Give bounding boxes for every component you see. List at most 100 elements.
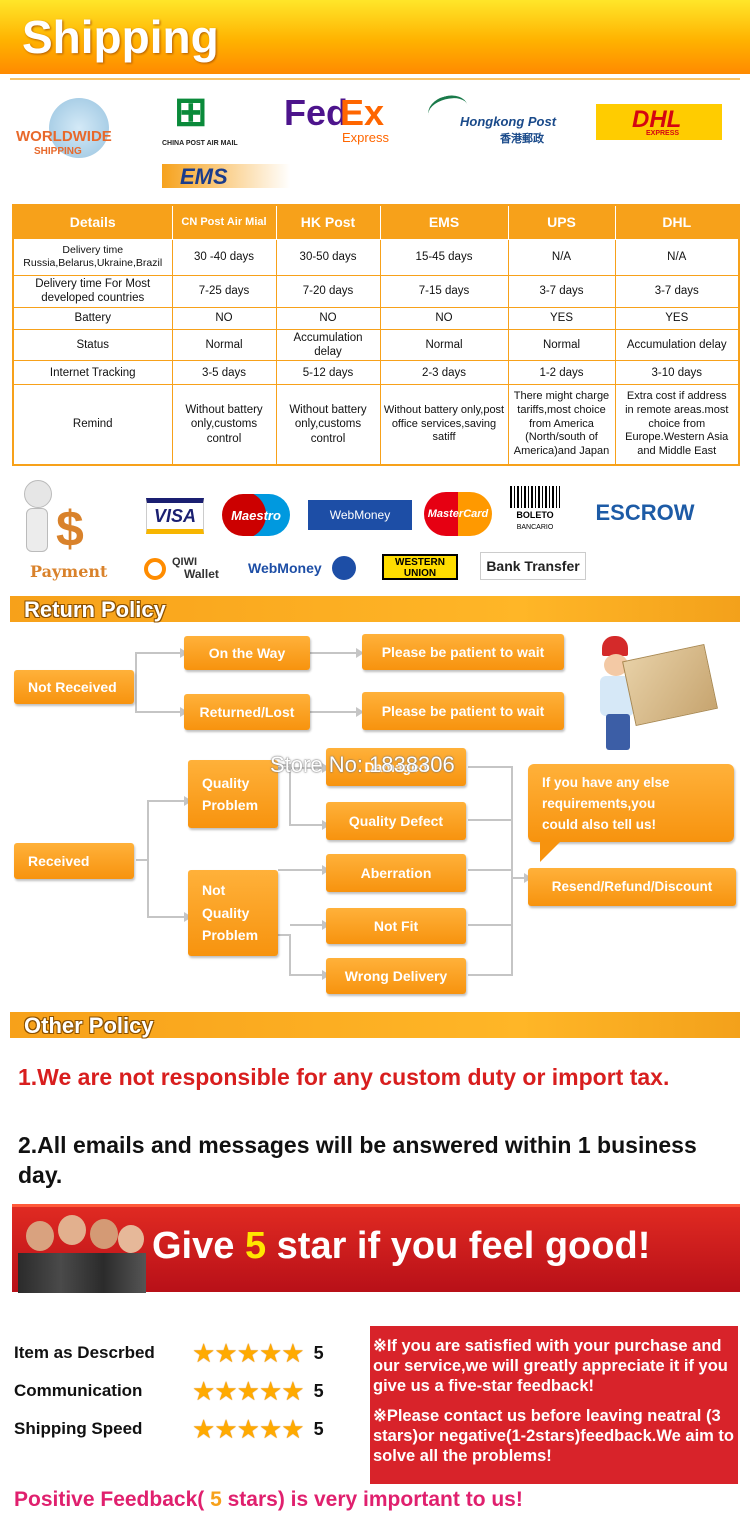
star-icon: ★ (281, 1376, 305, 1406)
webmoney2-logo: WebMoney (248, 556, 360, 582)
table-header-row: Details CN Post Air Mial HK Post EMS UPS… (12, 204, 740, 240)
feedback-notice: ※If you are satisfied with your purchase… (370, 1326, 738, 1484)
footer-d: stars (221, 1488, 278, 1511)
table-cell: YES (614, 306, 740, 330)
received-box: Received (14, 843, 134, 879)
footer-b: ( (197, 1488, 211, 1511)
fedex-express: Express (342, 130, 389, 145)
header-bar: Shipping (0, 0, 750, 74)
china-post-logo: ⊞ CHINA POST AIR MAIL (160, 92, 260, 152)
returned-lost-box: Returned/Lost (184, 694, 310, 730)
footer-e: ) is very important to us! (277, 1488, 523, 1511)
rating-label: Item as Descrbed (14, 1343, 155, 1362)
maestro-logo: Maestro (222, 494, 290, 536)
rating-row: Communication★★★★★5 (14, 1376, 324, 1406)
table-cell: Extra cost if address in remote areas.mo… (614, 384, 740, 466)
rating-row: Item as Descrbed★★★★★5 (14, 1338, 324, 1368)
quality-problem-box: Quality Problem (188, 760, 278, 828)
china-post-text: CHINA POST AIR MAIL (162, 140, 238, 147)
store-watermark: Store No: 1838306 (270, 752, 455, 777)
other-policy-title: Other Policy (24, 1013, 154, 1038)
header-details: Details (12, 204, 173, 240)
rating-label: Shipping Speed (14, 1419, 143, 1438)
worldwide-text: WORLDWIDE (16, 128, 112, 145)
table-cell: Accumulation delay (275, 328, 381, 362)
policy-item-2: 2.All emails and messages will be answer… (18, 1132, 697, 1188)
not-received-box: Not Received (14, 670, 134, 704)
dhl-text: DHL (632, 106, 682, 133)
hongkong-post-logo: Hongkong Post 香港郵政 (425, 91, 558, 148)
table-cell: Without battery only,post office service… (379, 384, 509, 466)
star-icon: ★ (281, 1338, 305, 1368)
table-cell: 15-45 days (379, 238, 509, 276)
return-policy-bar: Return Policy (10, 596, 740, 622)
wait-box-1: Please be patient to wait (362, 634, 564, 670)
payment-label: Payment (30, 562, 108, 581)
team-thumbs-up-image (18, 1213, 146, 1293)
table-cell: Normal (379, 328, 509, 362)
table-row-label: Delivery time Russia,Belarus,Ukraine,Bra… (12, 238, 173, 276)
bank-transfer-logo: Bank Transfer (480, 552, 586, 580)
western-text: WESTERN (395, 556, 445, 568)
star-icon: ★ (214, 1414, 238, 1444)
table-cell: 3-7 days (507, 274, 616, 308)
shipping-text: SHIPPING (34, 146, 82, 157)
banner-post: star if you feel good! (266, 1225, 651, 1267)
rating-row: Shipping Speed★★★★★5 (14, 1414, 324, 1444)
flow-connectors (135, 648, 532, 980)
table-cell: 7-25 days (171, 274, 277, 308)
china-post-icon: ⊞ (174, 90, 208, 134)
fedex-ex: Ex (340, 92, 385, 133)
not-quality-problem-box: Not Quality Problem (188, 870, 278, 956)
star-icon: ★ (192, 1414, 216, 1444)
western-union-logo: WESTERN UNION (382, 554, 458, 580)
qiwi-logo: QIWI Wallet (144, 556, 234, 582)
speech-tail (540, 840, 562, 862)
table-cell: NO (275, 306, 381, 330)
table-cell: 3-5 days (171, 360, 277, 386)
delivery-person-figure (594, 636, 724, 756)
table-cell: N/A (507, 238, 616, 276)
table-cell: NO (379, 306, 509, 330)
ems-text: EMS (180, 164, 228, 189)
table-cell: 30 -40 days (171, 238, 277, 276)
dollar-icon: $ (56, 501, 84, 557)
rating-score: 5 (313, 1418, 324, 1439)
box-icon (622, 643, 718, 727)
table-row: Delivery time Russia,Belarus,Ukraine,Bra… (12, 238, 740, 276)
table-cell: N/A (614, 238, 740, 276)
star-icon: ★ (281, 1414, 305, 1444)
wait-box-2: Please be patient to wait (362, 692, 564, 730)
footer-five: 5 (210, 1488, 222, 1511)
header-cnpost: CN Post Air Mial (171, 204, 277, 240)
table-row: Delivery time For Most developed countri… (12, 274, 740, 308)
escrow-logo: ESCROW (595, 500, 695, 525)
qiwi-wallet-text: Wallet (184, 567, 219, 581)
table-cell: Normal (171, 328, 277, 362)
star-icon: ★ (258, 1376, 283, 1406)
table-cell: YES (507, 306, 616, 330)
footer-a: Positive Feedback (14, 1488, 198, 1511)
table-row-label: Internet Tracking (12, 360, 173, 386)
table-cell: 7-20 days (275, 274, 381, 308)
resend-refund-discount-box: Resend/Refund/Discount (528, 868, 736, 906)
divider (10, 78, 740, 80)
header-ups: UPS (507, 204, 616, 240)
positive-feedback-footer: Positive Feedback( 5 stars) is very impo… (14, 1488, 523, 1512)
webmoney2-text: WebMoney (248, 560, 322, 576)
star-icon: ★ (214, 1376, 238, 1406)
banner-pre: Give (152, 1225, 245, 1267)
banner-five: 5 (244, 1225, 267, 1267)
star-icon: ★ (214, 1338, 238, 1368)
star-icon: ★ (236, 1414, 260, 1444)
star-icon: ★ (192, 1338, 216, 1368)
on-the-way-box: On the Way (184, 636, 310, 670)
payment-figure: $ Payment (16, 480, 126, 584)
boleto-sub-text: BANCARIO (510, 522, 560, 532)
table-cell: Normal (507, 328, 616, 362)
damaged-box: Damaged (326, 748, 466, 786)
quality-defect-box: Quality Defect (326, 802, 466, 840)
